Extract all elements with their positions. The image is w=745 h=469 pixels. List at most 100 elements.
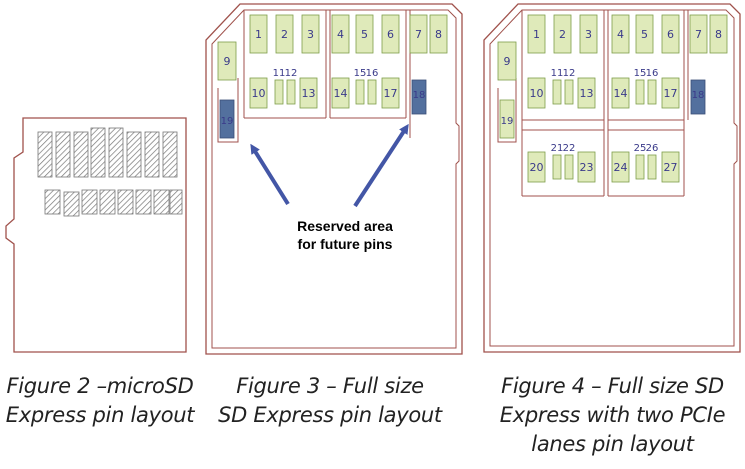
pin-17-label: 17 (384, 87, 398, 100)
pin-row-1: 1 2 3 4 5 6 7 8 (249, 14, 448, 54)
pin-21-label: 21 (551, 143, 564, 154)
pin-17 (381, 77, 400, 109)
microsd-pin (99, 189, 116, 215)
pin-15-label: 15 (634, 68, 647, 79)
microsd-pin (144, 131, 160, 178)
pin-18 (690, 79, 706, 115)
pin-19 (499, 99, 515, 139)
pin-3-label: 3 (585, 28, 592, 41)
pin-row-2: 10 11 12 13 14 15 16 17 18 (527, 68, 706, 115)
pin-2 (275, 14, 294, 54)
pin-7-label: 7 (415, 28, 422, 41)
pin-15 (635, 79, 645, 105)
pin-13-label: 13 (580, 87, 594, 100)
pin-14 (331, 77, 350, 109)
pin-8 (429, 14, 448, 54)
pin-12 (564, 79, 574, 105)
pin-1 (527, 14, 546, 54)
pin-14 (611, 77, 630, 109)
pin-27 (661, 151, 680, 183)
pin-20-label: 20 (530, 161, 544, 174)
arrow-to-pin-18 (353, 123, 409, 208)
pin-14-label: 14 (334, 87, 348, 100)
pin-27-label: 27 (664, 161, 678, 174)
pin-1 (249, 14, 268, 54)
microsd-pin (117, 189, 134, 215)
pin-9-label: 9 (504, 55, 511, 68)
pin-13-label: 13 (302, 87, 316, 100)
microsd-pin (44, 189, 61, 215)
figure-2-caption-line-1: Figure 2 –microSD (6, 374, 194, 398)
microsd-pin (162, 131, 178, 178)
pin-row-1: 1 2 3 4 5 6 7 8 (527, 14, 728, 54)
pin-9-label: 9 (224, 55, 231, 68)
sd-express-two-lanes-card: 1 2 3 4 5 6 7 8 9 10 11 12 13 (483, 3, 741, 353)
pin-6-label: 6 (387, 28, 394, 41)
pin-16 (367, 79, 377, 105)
pin-23-label: 23 (580, 161, 594, 174)
pin-10 (527, 77, 546, 109)
microsd-pin (153, 189, 170, 215)
pin-16 (647, 79, 657, 105)
pin-4 (331, 14, 350, 54)
pin-18-reserved (411, 79, 427, 115)
pin-10 (249, 77, 268, 109)
figure-4-caption: Figure 4 – Full size SD Express with two… (480, 372, 745, 459)
pin-19-label: 19 (501, 116, 514, 127)
pin-4-label: 4 (617, 28, 624, 41)
pin-18-label: 18 (692, 90, 705, 101)
pin-17 (661, 77, 680, 109)
pin-5 (355, 14, 374, 54)
pin-21 (552, 154, 562, 180)
pin-22 (564, 154, 574, 180)
pin-11 (552, 79, 562, 105)
pin-3-label: 3 (307, 28, 314, 41)
pin-8-label: 8 (715, 28, 722, 41)
figure-2-caption: Figure 2 –microSD Express pin layout (0, 372, 200, 430)
pin-1-label: 1 (255, 28, 262, 41)
contact-frame (521, 10, 689, 197)
pin-1-label: 1 (533, 28, 540, 41)
pin-25-label: 25 (634, 143, 647, 154)
microsd-pin (63, 191, 80, 217)
figure-4-caption-line-2: Express with two PCIe (499, 403, 726, 427)
left-rail (497, 78, 517, 143)
figure-4-caption-line-3: lanes pin layout (531, 432, 694, 456)
pin-9 (217, 41, 237, 81)
left-rail (217, 78, 239, 143)
pin-2-label: 2 (559, 28, 566, 41)
pin-26 (647, 154, 657, 180)
pin-2-label: 2 (281, 28, 288, 41)
pin-7 (689, 14, 708, 54)
microsd-card (5, 117, 187, 353)
pin-row-3: 20 21 22 23 24 25 26 27 (527, 143, 680, 183)
annotation-line-2: for future pins (298, 236, 393, 252)
pin-3 (301, 14, 320, 54)
figure-2-caption-line-2: Express pin layout (5, 403, 195, 427)
pin-2 (553, 14, 572, 54)
pin-11 (274, 79, 284, 105)
arrow-to-pin-19 (250, 143, 290, 206)
pin-9 (497, 41, 517, 81)
microsd-pin (169, 189, 183, 215)
pin-10-label: 10 (530, 87, 544, 100)
microsd-pin (108, 127, 124, 178)
pin-6 (381, 14, 400, 54)
pin-11-label: 11 (273, 68, 286, 79)
pin-row-2: 10 11 12 13 14 15 16 17 18 (249, 68, 427, 115)
pin-26-label: 26 (646, 143, 659, 154)
annotation-line-1: Reserved area (297, 218, 393, 234)
pin-5 (635, 14, 654, 54)
pin-13 (577, 77, 596, 109)
pin-16-label: 16 (366, 68, 379, 79)
sd-card-inner-outline (211, 9, 460, 349)
pin-22-label: 22 (563, 143, 576, 154)
pin-19-label: 19 (221, 116, 234, 127)
microsd-pin (55, 131, 71, 178)
pin-15 (355, 79, 365, 105)
pin-11-label: 11 (551, 68, 564, 79)
pin-5-label: 5 (361, 28, 368, 41)
pin-3 (579, 14, 598, 54)
figure-3-caption-line-1: Figure 3 – Full size (236, 374, 424, 398)
pin-15-label: 15 (354, 68, 367, 79)
